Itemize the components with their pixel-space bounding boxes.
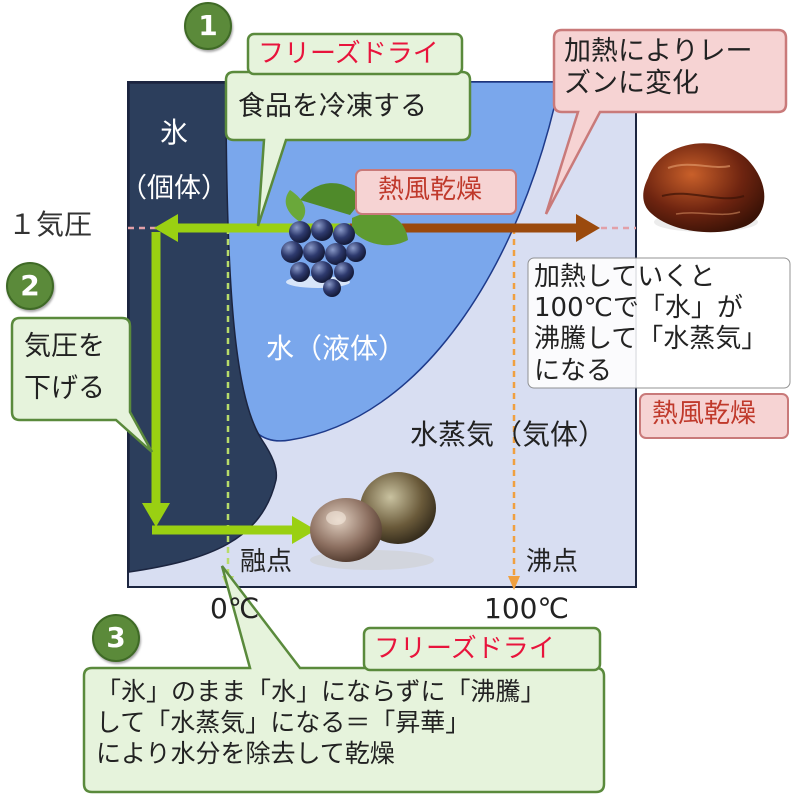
step-badge-2: 2: [6, 262, 54, 310]
step-badge-3: 3: [92, 614, 140, 662]
callout-raisin: [544, 28, 788, 215]
sublimation-line-3: により水分を除去して乾燥: [96, 739, 395, 768]
callout-sublimation: [82, 565, 606, 794]
boil-text-line-1: 加熱していくと: [534, 262, 716, 292]
boil-text: 加熱していくと 100℃で「水」が 沸騰して「水蒸気」 になる: [534, 262, 767, 387]
freeze-title-tab-2: [362, 626, 602, 672]
grapes-image: [281, 183, 408, 297]
hot-air-label-2: 熱風乾燥: [652, 399, 757, 429]
hundred-c-arrowhead: [508, 576, 520, 590]
step-badge-1: 1: [184, 2, 232, 50]
ice-region: [128, 82, 278, 573]
lower-pressure-text: 気圧を 下げる: [24, 326, 105, 410]
boil-text-line-3: 沸騰して「水蒸気」: [534, 324, 768, 355]
freeze-title: フリーズドライ: [258, 39, 439, 69]
freeze-step-text: 食品を冷凍する: [238, 91, 427, 122]
raisin-text-line-1: 加熱によりレー: [564, 36, 753, 67]
temp-0-label: 0℃: [210, 592, 260, 625]
callout-freeze-step-1: [224, 70, 472, 227]
boil-text-line-4: になる: [534, 355, 613, 386]
ice-label: 氷: [160, 116, 189, 149]
liquid-label: 水（液体）: [266, 332, 407, 365]
hot-air-arrowhead: [576, 214, 600, 242]
solid-label: （個体）: [120, 173, 228, 204]
raisin-text-line-2: ズンに変化: [564, 67, 699, 99]
freeze-arrow-down-head: [142, 503, 170, 527]
one-atm-label: １気圧: [8, 208, 93, 241]
freeze-dried-fruit-image: [310, 472, 436, 570]
sublimation-line-2: して「水蒸気」になる＝「昇華」: [96, 708, 471, 737]
boil-text-line-2: 100℃で「水」が: [534, 293, 743, 324]
lower-pressure-line-1: 気圧を: [24, 331, 105, 362]
hot-air-tag: [355, 169, 517, 215]
freeze-arrow-left-head: [154, 214, 178, 242]
freeze-arrow-right-head: [292, 516, 316, 544]
vapor-label: 水蒸気（気体）: [410, 418, 607, 451]
callout-lower-pressure: [10, 316, 154, 453]
temp-100-label: 100℃: [484, 592, 569, 625]
raisin-text: 加熱によりレー ズンに変化: [564, 36, 752, 100]
hot-air-label: 熱風乾燥: [378, 175, 483, 205]
sublimation-text: 「氷」のまま「水」にならずに「沸騰」 して「水蒸気」になる＝「昇華」 により水分…: [96, 676, 546, 769]
hot-air-tag-2: [639, 393, 789, 439]
sublimation-line-1: 「氷」のまま「水」にならずに「沸騰」: [96, 677, 546, 706]
freeze-title-tab: [246, 32, 464, 76]
raisin-image: [643, 143, 765, 233]
callout-boil: [527, 257, 791, 389]
lower-pressure-line-2: 下げる: [24, 372, 105, 404]
melting-point-label: 融点: [240, 547, 293, 577]
boiling-point-label: 沸点: [526, 547, 579, 577]
freeze-title-2: フリーズドライ: [374, 634, 555, 664]
